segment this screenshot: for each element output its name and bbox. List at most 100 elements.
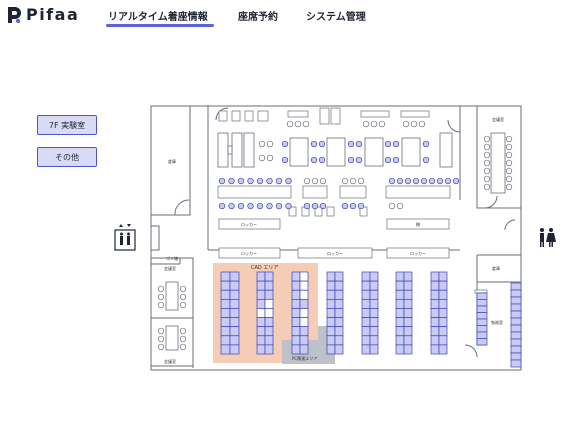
seat[interactable] — [326, 326, 336, 337]
seat[interactable] — [369, 289, 379, 300]
seat[interactable] — [430, 326, 440, 337]
chair[interactable] — [275, 177, 283, 185]
seat[interactable] — [256, 308, 266, 318]
chair[interactable] — [347, 140, 355, 148]
seat[interactable] — [229, 271, 240, 282]
seat[interactable] — [510, 296, 522, 305]
seat[interactable] — [476, 299, 488, 307]
chair[interactable] — [318, 140, 326, 148]
seat[interactable] — [369, 271, 379, 282]
seat[interactable] — [299, 298, 309, 309]
seat[interactable] — [430, 289, 440, 300]
seat[interactable] — [264, 298, 274, 309]
seat[interactable] — [299, 280, 309, 291]
seat[interactable] — [369, 344, 379, 355]
seat[interactable] — [395, 280, 405, 291]
chair[interactable] — [228, 202, 235, 210]
seat[interactable] — [510, 359, 522, 368]
seat[interactable] — [264, 335, 274, 346]
seat[interactable] — [403, 335, 413, 346]
seat[interactable] — [476, 325, 488, 333]
seat[interactable] — [326, 298, 336, 309]
seat[interactable] — [395, 289, 405, 300]
seat[interactable] — [256, 335, 266, 346]
seat[interactable] — [430, 335, 440, 346]
chair[interactable] — [285, 177, 292, 185]
seat[interactable] — [476, 318, 488, 326]
seat[interactable] — [476, 292, 488, 300]
seat[interactable] — [403, 344, 413, 355]
seat[interactable] — [430, 271, 440, 282]
chair[interactable] — [384, 140, 392, 148]
chair[interactable] — [355, 156, 363, 164]
chair[interactable] — [247, 202, 254, 210]
seat[interactable] — [361, 344, 371, 355]
seat[interactable] — [361, 298, 371, 309]
seat[interactable] — [264, 344, 274, 355]
seat[interactable] — [403, 289, 413, 300]
seat[interactable] — [510, 345, 522, 354]
chair[interactable] — [318, 156, 326, 164]
seat[interactable] — [229, 317, 240, 328]
chair[interactable] — [384, 156, 392, 164]
seat[interactable] — [326, 289, 336, 300]
seat[interactable] — [369, 308, 379, 318]
seat[interactable] — [430, 298, 440, 309]
seat[interactable] — [403, 317, 413, 328]
seat[interactable] — [430, 344, 440, 355]
seat[interactable] — [291, 344, 301, 355]
seat[interactable] — [361, 308, 371, 318]
seat[interactable] — [438, 344, 448, 355]
chair[interactable] — [319, 202, 327, 210]
seat[interactable] — [334, 326, 344, 337]
seat[interactable] — [220, 344, 231, 355]
chair[interactable] — [341, 202, 349, 210]
seat[interactable] — [326, 335, 336, 346]
seat[interactable] — [369, 326, 379, 337]
chair[interactable] — [355, 140, 363, 148]
seat[interactable] — [220, 317, 231, 328]
seat[interactable] — [510, 282, 522, 291]
seat[interactable] — [291, 335, 301, 346]
seat[interactable] — [476, 338, 488, 346]
chair[interactable] — [428, 177, 436, 185]
chair[interactable] — [412, 177, 420, 185]
seat[interactable] — [361, 271, 371, 282]
chair[interactable] — [266, 202, 273, 210]
seat[interactable] — [403, 326, 413, 337]
seat[interactable] — [438, 335, 448, 346]
chair[interactable] — [285, 202, 292, 210]
seat[interactable] — [256, 271, 266, 282]
chair[interactable] — [218, 202, 226, 210]
seat[interactable] — [256, 289, 266, 300]
seat[interactable] — [334, 317, 344, 328]
chair[interactable] — [303, 202, 311, 210]
chair[interactable] — [392, 140, 400, 148]
seat[interactable] — [326, 344, 336, 355]
seat[interactable] — [438, 289, 448, 300]
floor-button-7f-lab[interactable]: 7F 実験室 — [37, 115, 97, 135]
seat[interactable] — [403, 280, 413, 291]
seat[interactable] — [361, 280, 371, 291]
seat[interactable] — [403, 271, 413, 282]
seat[interactable] — [229, 335, 240, 346]
seat[interactable] — [229, 298, 240, 309]
tab-seat-reservation[interactable]: 座席予約 — [238, 12, 278, 23]
seat[interactable] — [476, 312, 488, 320]
seat[interactable] — [438, 298, 448, 309]
seat[interactable] — [220, 271, 231, 282]
chair[interactable] — [281, 156, 289, 164]
seat[interactable] — [264, 317, 274, 328]
chair[interactable] — [357, 202, 365, 210]
seat[interactable] — [361, 289, 371, 300]
seat[interactable] — [291, 308, 301, 318]
seat[interactable] — [395, 335, 405, 346]
seat[interactable] — [229, 280, 240, 291]
chair[interactable] — [237, 202, 245, 210]
chair[interactable] — [228, 177, 235, 185]
logo[interactable]: Pifaa — [6, 5, 79, 24]
seat[interactable] — [220, 335, 231, 346]
seat[interactable] — [438, 271, 448, 282]
seat[interactable] — [395, 326, 405, 337]
tab-realtime-seating[interactable]: リアルタイム着座情報 — [108, 12, 208, 23]
